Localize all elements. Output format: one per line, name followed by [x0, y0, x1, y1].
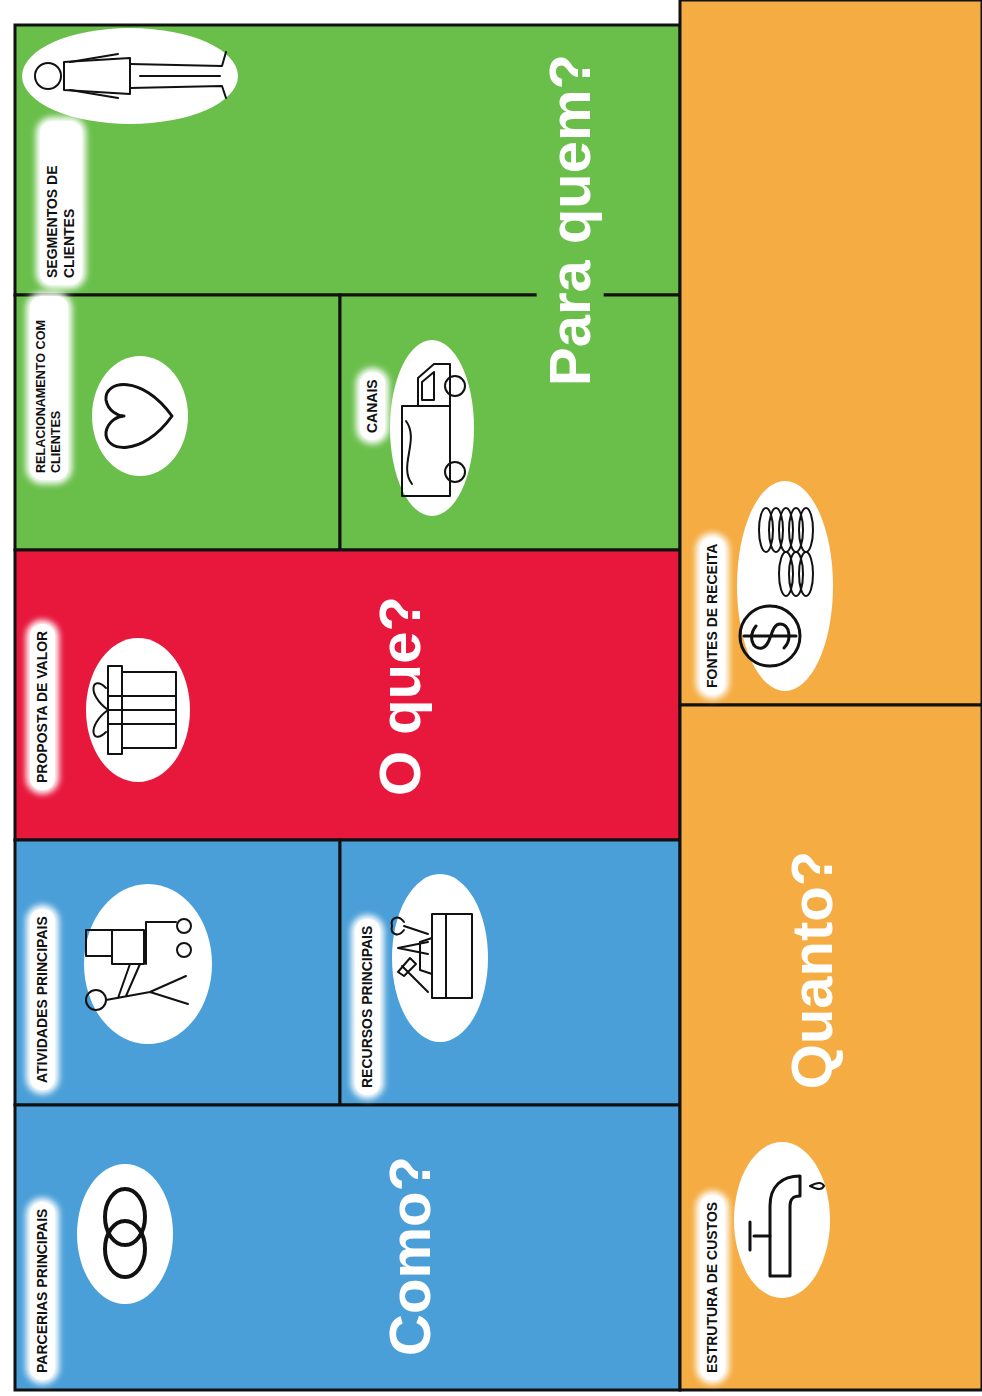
canvas-block: PROPOSTA DE VALOR: [15, 550, 680, 840]
section-question: Como?: [377, 1146, 444, 1366]
block-title: PROPOSTA DE VALOR: [30, 624, 55, 790]
block-title: RELACIONAMENTO COM CLIENTES: [30, 296, 68, 480]
canvas-block: RELACIONAMENTO COM CLIENTES: [15, 295, 340, 550]
block-title: PARCERIAS PRINCIPAIS: [30, 1202, 55, 1380]
canvas-block: CANAIS: [340, 295, 680, 550]
canvas-block: FONTES DE RECEITA: [680, 0, 982, 705]
canvas-block: ATIVIDADES PRINCIPAIS: [15, 840, 340, 1105]
block-title: RECURSOS PRINCIPAIS: [355, 919, 380, 1095]
section-question: Para quem?: [537, 44, 604, 396]
block-title: CANAIS: [360, 372, 385, 440]
block-title: SEGMENTOS DE CLIENTES: [40, 121, 82, 285]
canvas-block: PARCERIAS PRINCIPAIS: [15, 1105, 680, 1390]
canvas-block: RECURSOS PRINCIPAIS: [340, 840, 680, 1105]
block-title: FONTES DE RECEITA: [700, 537, 725, 695]
block-title: ESTRUTURA DE CUSTOS: [700, 1195, 725, 1380]
block-title: ATIVIDADES PRINCIPAIS: [30, 909, 55, 1090]
section-question: Quanto?: [779, 841, 846, 1099]
section-question: O que?: [367, 586, 434, 806]
